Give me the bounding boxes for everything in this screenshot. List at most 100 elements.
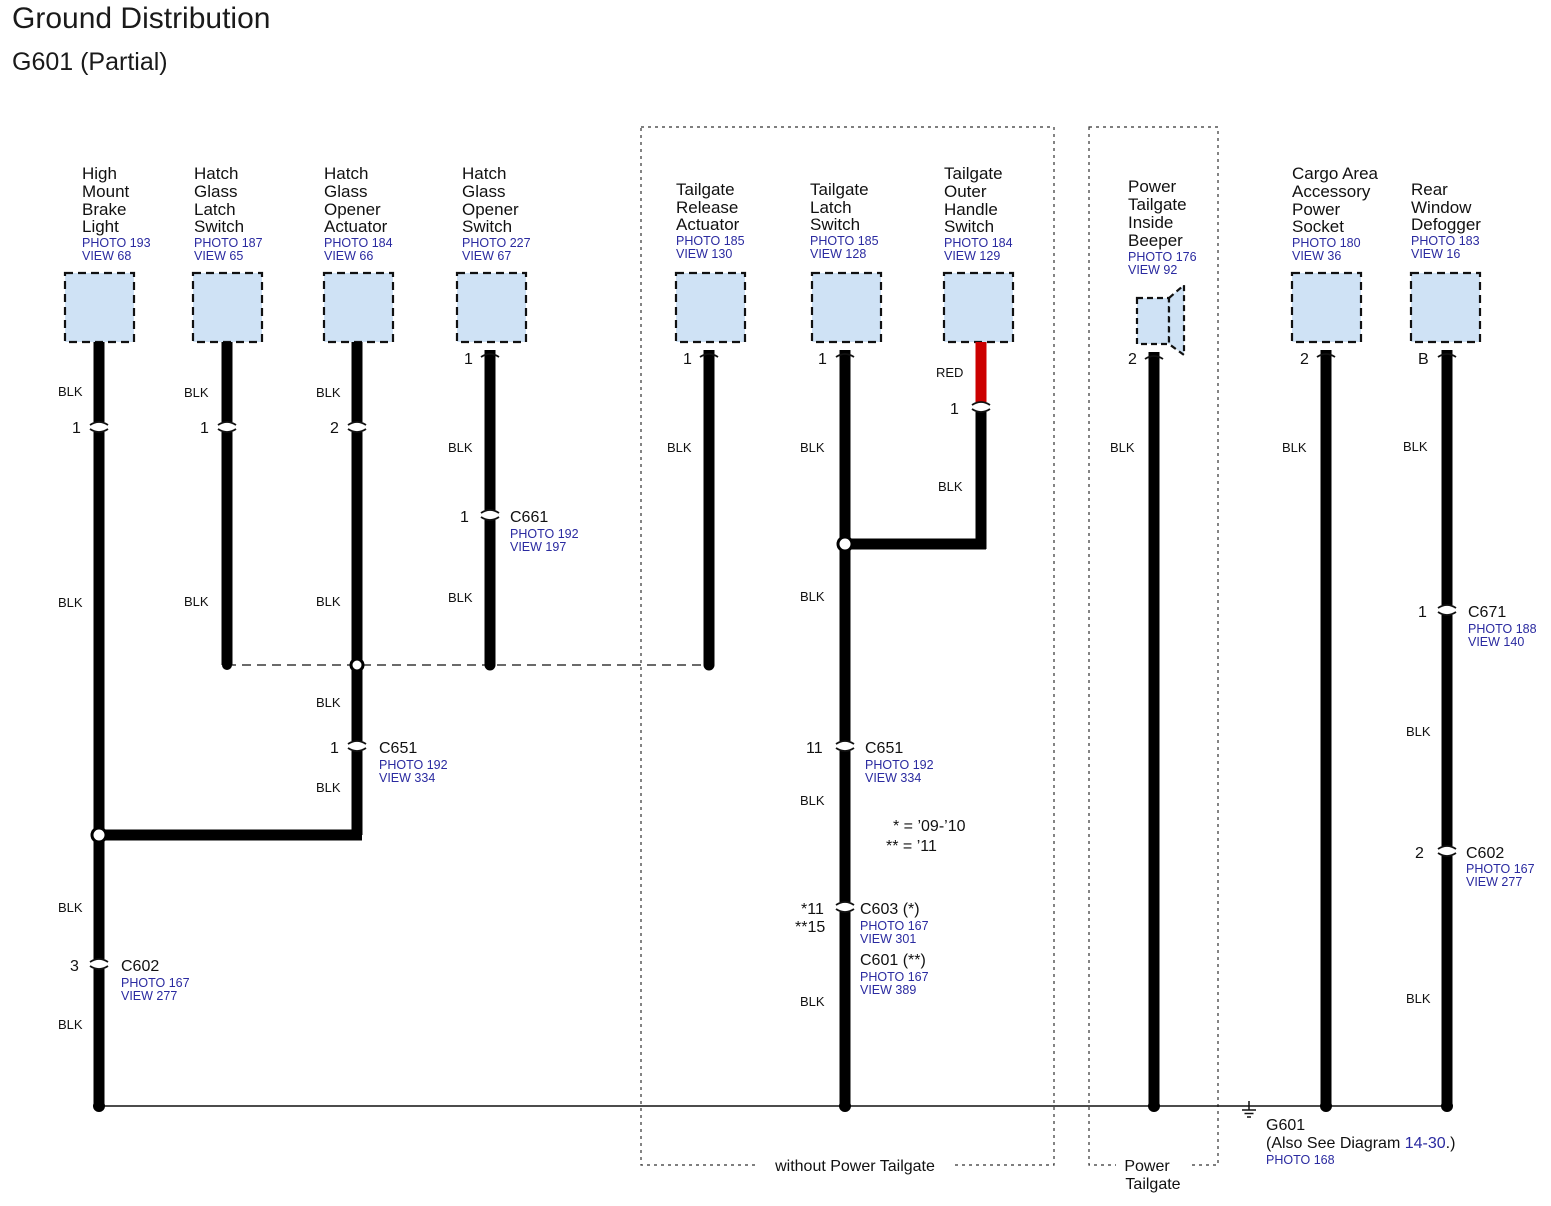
svg-text:VIEW 389: VIEW 389 bbox=[860, 983, 916, 997]
svg-text:PHOTO 184: PHOTO 184 bbox=[944, 236, 1013, 250]
svg-text:Hatch: Hatch bbox=[462, 164, 506, 183]
svg-text:Tailgate: Tailgate bbox=[1128, 195, 1187, 214]
svg-text:C661: C661 bbox=[510, 509, 548, 526]
component-box-hatch-glass-latch-switch bbox=[191, 271, 264, 344]
pin-number: B bbox=[1418, 351, 1429, 368]
wire-label: BLK bbox=[1406, 724, 1431, 739]
svg-text:Brake: Brake bbox=[82, 200, 126, 219]
svg-text:G601: G601 bbox=[1266, 1117, 1305, 1134]
wire-label: BLK bbox=[184, 385, 209, 400]
svg-text:PHOTO 168: PHOTO 168 bbox=[1266, 1153, 1335, 1167]
svg-text:Actuator: Actuator bbox=[324, 217, 388, 236]
svg-text:Tailgate: Tailgate bbox=[676, 180, 735, 199]
pin-number: 3 bbox=[70, 958, 79, 975]
component-label-cargo-area-accessory-power-socket: Cargo Area Accessory Power Socket PHOTO … bbox=[1292, 164, 1379, 263]
svg-text:Handle: Handle bbox=[944, 200, 998, 219]
pin-number: 1 bbox=[460, 509, 469, 526]
wire-label: BLK bbox=[1403, 439, 1428, 454]
dot-tra-shield bbox=[703, 659, 715, 671]
splice-hgoa-shield bbox=[349, 657, 365, 673]
svg-text:Switch: Switch bbox=[462, 217, 512, 236]
pin-number: 2 bbox=[1415, 845, 1424, 862]
component-box-tailgate-latch-switch bbox=[810, 271, 883, 344]
svg-text:VIEW 197: VIEW 197 bbox=[510, 540, 566, 554]
pin-number: 1 bbox=[683, 351, 692, 368]
connector-break-hgoa-c1 bbox=[347, 421, 367, 433]
wire-label: BLK bbox=[184, 594, 209, 609]
svg-text:C601 (**): C601 (**) bbox=[860, 952, 926, 969]
svg-text:VIEW 130: VIEW 130 bbox=[676, 247, 732, 261]
svg-text:VIEW 277: VIEW 277 bbox=[1466, 875, 1522, 889]
svg-text:Tailgate: Tailgate bbox=[944, 164, 1003, 183]
connector-label-c601: C601 (**) PHOTO 167 VIEW 389 bbox=[860, 952, 929, 997]
svg-text:VIEW 66: VIEW 66 bbox=[324, 249, 373, 263]
svg-text:VIEW 129: VIEW 129 bbox=[944, 249, 1000, 263]
wire-label: BLK bbox=[800, 793, 825, 808]
without-power-tailgate-box bbox=[640, 126, 1055, 1166]
pin-number: 1 bbox=[818, 351, 827, 368]
svg-text:VIEW 334: VIEW 334 bbox=[379, 771, 435, 785]
connector-label-c602-right: C602 PHOTO 167 VIEW 277 bbox=[1466, 845, 1535, 889]
svg-text:Opener: Opener bbox=[324, 200, 381, 219]
svg-text:PHOTO 185: PHOTO 185 bbox=[810, 234, 879, 248]
svg-text:High: High bbox=[82, 164, 117, 183]
diagram-link[interactable]: 14-30 bbox=[1405, 1135, 1446, 1152]
pin-number: 1 bbox=[464, 351, 473, 368]
svg-text:Hatch: Hatch bbox=[324, 164, 368, 183]
svg-text:Opener: Opener bbox=[462, 200, 519, 219]
svg-text:Glass: Glass bbox=[462, 182, 505, 201]
svg-text:Switch: Switch bbox=[810, 215, 860, 234]
power-tailgate-box bbox=[1088, 126, 1219, 1166]
svg-text:PHOTO 188: PHOTO 188 bbox=[1468, 622, 1537, 636]
bus-dot-caaps bbox=[1320, 1100, 1332, 1112]
svg-text:Window: Window bbox=[1411, 198, 1472, 217]
svg-text:C651: C651 bbox=[379, 740, 417, 757]
wire-label: RED bbox=[936, 365, 963, 380]
svg-text:PHOTO 185: PHOTO 185 bbox=[676, 234, 745, 248]
component-label-rear-window-defogger: Rear Window Defogger PHOTO 183 VIEW 16 bbox=[1411, 180, 1481, 261]
connector-break-c651-right bbox=[835, 740, 855, 752]
note-double-star: ** = ’11 bbox=[886, 838, 937, 855]
svg-text:PHOTO 167: PHOTO 167 bbox=[860, 970, 929, 984]
wire-label: BLK bbox=[58, 384, 83, 399]
svg-text:Switch: Switch bbox=[194, 217, 244, 236]
svg-text:PHOTO 187: PHOTO 187 bbox=[194, 236, 263, 250]
wire-label: BLK bbox=[1282, 440, 1307, 455]
svg-text:VIEW 36: VIEW 36 bbox=[1292, 249, 1341, 263]
svg-text:C602: C602 bbox=[1466, 845, 1504, 862]
splice-hmbl bbox=[90, 826, 108, 844]
svg-text:Accessory: Accessory bbox=[1292, 182, 1371, 201]
svg-text:PHOTO 192: PHOTO 192 bbox=[510, 527, 579, 541]
svg-text:(Also See Diagram 14-30.): (Also See Diagram 14-30.) bbox=[1266, 1135, 1455, 1152]
connector-break-c602-left bbox=[89, 958, 109, 970]
connector-label-c651-left: C651 PHOTO 192 VIEW 334 bbox=[379, 740, 448, 785]
svg-text:Cargo Area: Cargo Area bbox=[1292, 164, 1379, 183]
ground-label-g601: G601 (Also See Diagram 14-30.) PHOTO 168 bbox=[1266, 1117, 1455, 1167]
pin-number: 1 bbox=[72, 420, 81, 437]
component-box-cargo-area-accessory-power-socket bbox=[1290, 271, 1363, 344]
component-label-power-tailgate-inside-beeper: Power Tailgate Inside Beeper PHOTO 176 V… bbox=[1128, 177, 1197, 277]
svg-text:PHOTO 192: PHOTO 192 bbox=[865, 758, 934, 772]
connector-break-hgls-c1 bbox=[217, 421, 237, 433]
svg-text:C602: C602 bbox=[121, 958, 159, 975]
svg-text:Defogger: Defogger bbox=[1411, 215, 1481, 234]
svg-text:VIEW 67: VIEW 67 bbox=[462, 249, 511, 263]
svg-text:PHOTO 180: PHOTO 180 bbox=[1292, 236, 1361, 250]
pin-number: *11 bbox=[801, 901, 824, 918]
svg-text:PHOTO 193: PHOTO 193 bbox=[82, 236, 151, 250]
connector-break-tra-top bbox=[699, 353, 719, 358]
component-label-hatch-glass-opener-switch: Hatch Glass Opener Switch PHOTO 227 VIEW… bbox=[462, 164, 531, 263]
svg-text:Glass: Glass bbox=[194, 182, 237, 201]
without-power-tailgate-label: without Power Tailgate bbox=[774, 1158, 935, 1175]
pin-number: **15 bbox=[795, 919, 825, 936]
wire-label: BLK bbox=[448, 590, 473, 605]
pin-number: 2 bbox=[1128, 351, 1137, 368]
svg-text:PHOTO 167: PHOTO 167 bbox=[1466, 862, 1535, 876]
svg-text:VIEW 65: VIEW 65 bbox=[194, 249, 243, 263]
svg-text:Latch: Latch bbox=[194, 200, 236, 219]
svg-text:VIEW 68: VIEW 68 bbox=[82, 249, 131, 263]
wire-label: BLK bbox=[448, 440, 473, 455]
svg-text:Latch: Latch bbox=[810, 198, 852, 217]
dot-hgls-shield bbox=[222, 660, 232, 670]
svg-text:PHOTO 176: PHOTO 176 bbox=[1128, 250, 1197, 264]
